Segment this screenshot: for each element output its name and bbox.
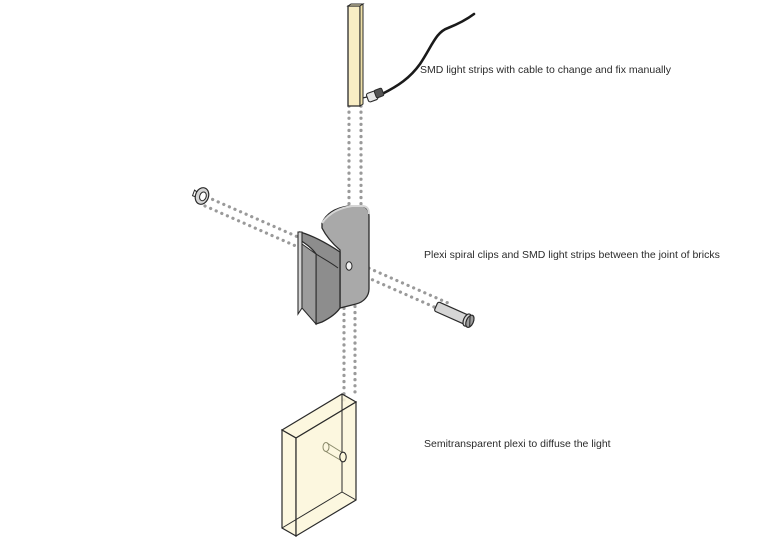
plexi-spiral-clip <box>297 205 370 326</box>
led-strip <box>346 3 365 107</box>
diffuser-pin <box>322 442 347 463</box>
label-led-strip: SMD light strips with cable to change an… <box>420 64 671 76</box>
nut <box>191 187 210 205</box>
cable <box>380 12 476 96</box>
bolt <box>434 301 475 328</box>
label-diffuser: Semitransparent plexi to diffuse the lig… <box>424 438 611 450</box>
plexi-diffuser-box <box>280 393 358 538</box>
cable-connector <box>357 87 385 103</box>
clip-hole <box>345 261 353 271</box>
guide-line-bolt-axis-upper <box>205 195 450 305</box>
label-spiral-clip: Plexi spiral clips and SMD light strips … <box>424 249 720 261</box>
